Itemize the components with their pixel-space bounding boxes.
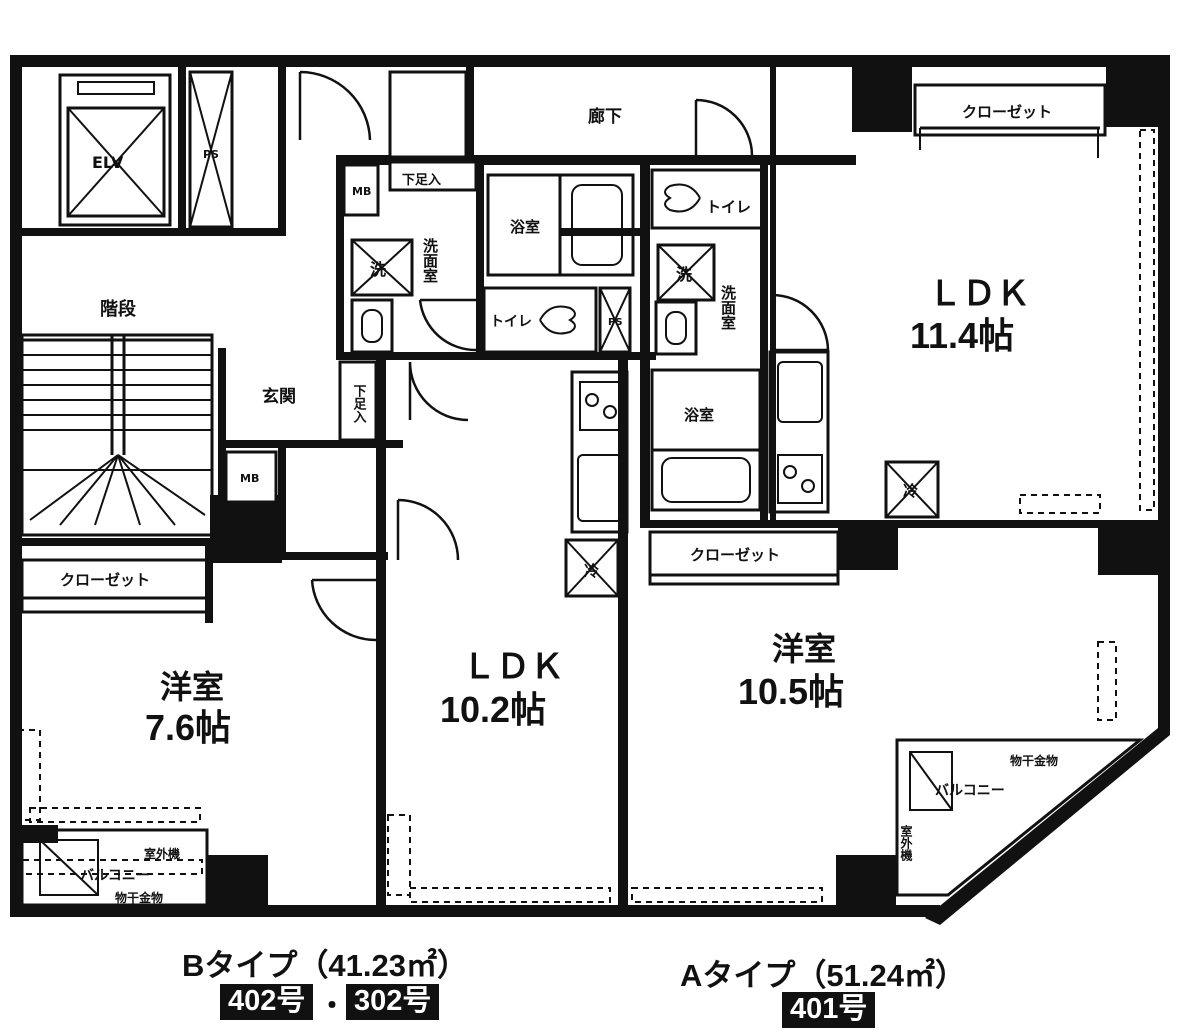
roka-label: 廊下 (588, 106, 622, 127)
washing-machine-right (656, 243, 716, 302)
wash-left-label: 洗 (370, 260, 386, 279)
entrance-door-b[interactable] (408, 361, 469, 422)
washing-machine-left (350, 238, 414, 297)
balcony-b (20, 828, 209, 907)
balcony-a-label: バルコニー (935, 783, 1005, 799)
washroom-right-label: 洗面室 (719, 284, 737, 330)
fridge-a (884, 460, 940, 519)
ps1-label: PS (203, 148, 219, 161)
elevator (58, 73, 172, 227)
washroom-door-left[interactable] (418, 298, 477, 352)
hoshi-a-label: 物干金物 (1010, 753, 1058, 768)
closet-a-mid (648, 530, 840, 586)
kitchen-a (768, 350, 830, 514)
yoshitsu-b-door[interactable] (310, 578, 377, 642)
ldk-a-label: ＬＤＫ (928, 275, 1030, 313)
closet-b (20, 558, 209, 614)
entrance-door-top[interactable] (298, 70, 372, 141)
yoshitsu-a-size: 10.5帖 (738, 671, 844, 712)
basin-right (654, 300, 698, 356)
unit-402-badge: 402号 (220, 984, 314, 1020)
yoshitsu-b-label: 洋室 (160, 669, 224, 705)
toilet-mid-label: トイレ (490, 314, 532, 330)
mb-top-label: MB (352, 185, 371, 198)
unit-302-badge: 302号 (346, 984, 440, 1020)
staircase (20, 333, 214, 537)
washroom-left-label: 洗面室 (421, 237, 439, 283)
closet-b-label: クローゼット (60, 571, 150, 589)
getabako-b-label: 下足入 (351, 384, 367, 423)
unit-401-badge: 401号 (782, 992, 876, 1028)
columns (10, 67, 1158, 910)
fridge-b-label: 冷 (584, 562, 599, 580)
basin-left (350, 298, 394, 354)
ldk-a-size: 11.4帖 (910, 315, 1014, 356)
balcony-b-label: バルコニー (80, 868, 150, 884)
shitsugaiki-b-label: 室外機 (144, 846, 180, 861)
getabako-top-label: 下足入 (402, 173, 441, 188)
pipe-shaft-1 (188, 70, 234, 229)
corridor-door[interactable] (694, 98, 754, 156)
toilet-top (650, 168, 766, 230)
pipe-shaft-2 (598, 286, 632, 354)
balcony-a (895, 738, 1145, 897)
window-markers (11, 129, 1155, 903)
closet-top-a (913, 83, 1107, 158)
closet-a-top-label: クローゼット (962, 103, 1052, 121)
ldk-b-size: 10.2帖 (440, 689, 546, 730)
shitsugaiki-a-label: 室外機 (899, 824, 913, 862)
mb-b-label: MB (240, 472, 259, 485)
bath-right-label: 浴室 (684, 406, 714, 424)
ldk-b-door[interactable] (396, 498, 460, 561)
fridge-a-label: 冷 (903, 482, 918, 500)
bathtub-left (486, 173, 635, 277)
bathtub-right (650, 368, 762, 512)
yoshitsu-b-size: 7.6帖 (145, 707, 231, 748)
unit-separator: ・ (318, 990, 347, 1021)
kitchen-b (570, 370, 629, 534)
fridge-b (564, 538, 620, 598)
washroom-door-right[interactable] (771, 293, 830, 352)
type-b-caption: Bタイプ（41.23㎡） (182, 948, 468, 983)
type-a-caption: Aタイプ（51.24㎡） (680, 958, 966, 993)
elv-label: ELV (92, 153, 124, 172)
ldk-b-label: ＬＤＫ (462, 648, 564, 686)
ps2-label: PS (608, 317, 623, 328)
toilet-top-label: トイレ (706, 198, 751, 216)
hoshi-b-label: 物干金物 (115, 890, 163, 905)
bath-left-label: 浴室 (510, 218, 540, 236)
genkan-b-label: 玄関 (262, 386, 296, 407)
closet-a-mid-label: クローゼット (690, 546, 780, 564)
outer-walls (10, 55, 1170, 925)
toilet-mid (482, 286, 598, 354)
stairs-label: 階段 (100, 298, 137, 320)
yoshitsu-a-label: 洋室 (772, 631, 836, 667)
wash-right-label: 洗 (676, 265, 692, 284)
